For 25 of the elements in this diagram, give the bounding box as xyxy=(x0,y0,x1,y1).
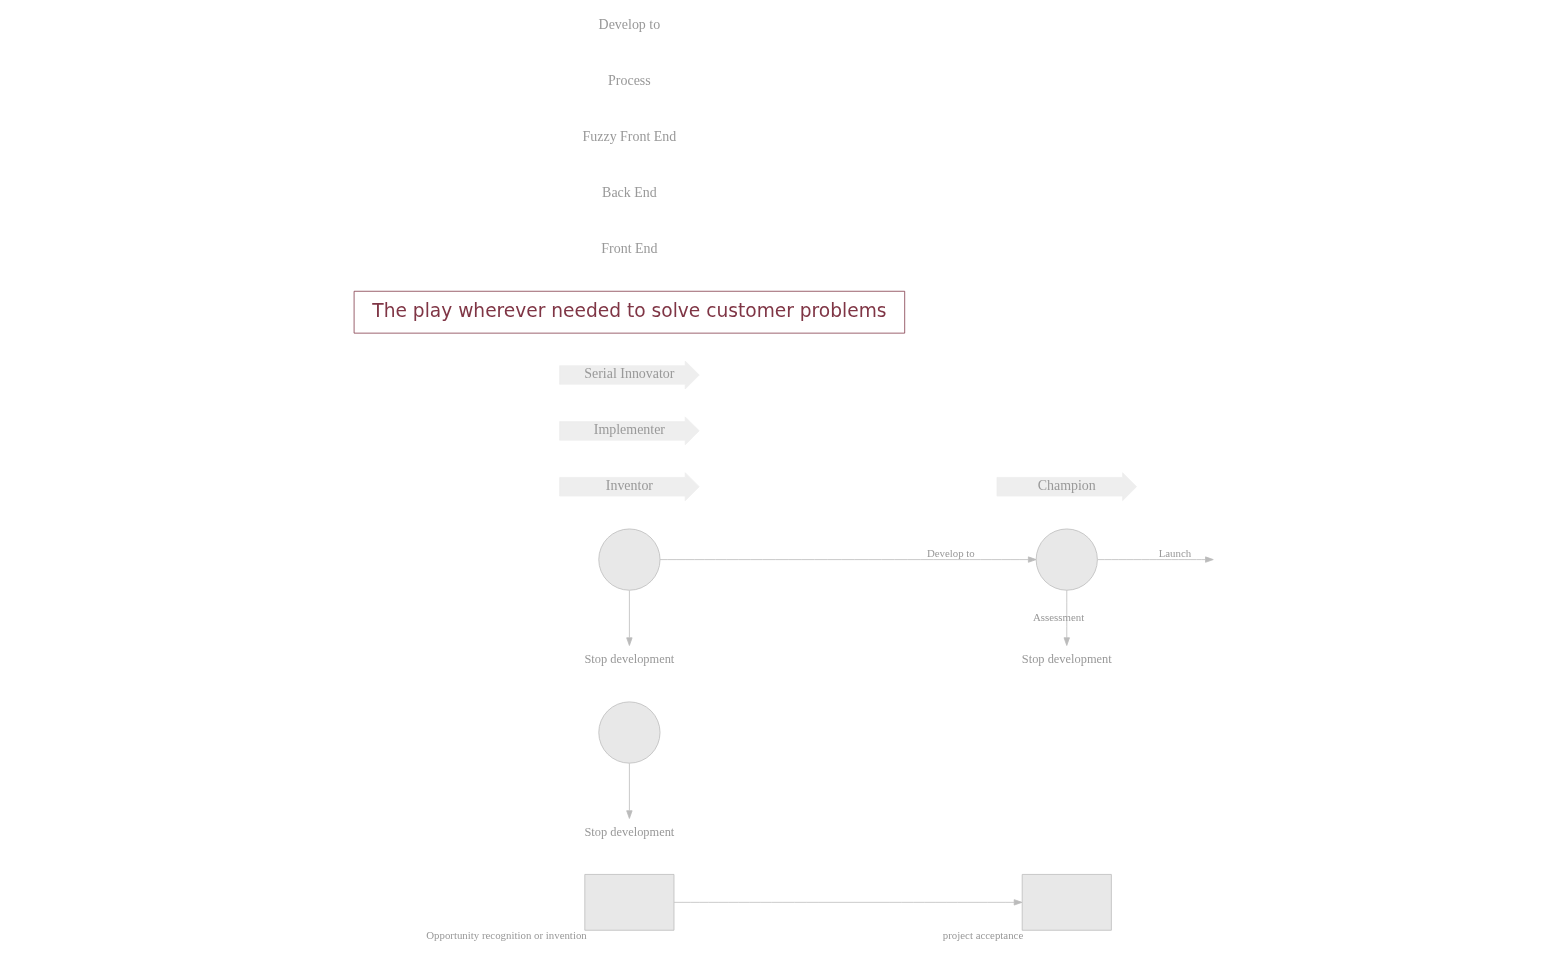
arrow xyxy=(625,589,632,646)
label: Develop to xyxy=(598,16,660,32)
node-text: Stop development xyxy=(583,651,674,666)
node-box: The play wherever needed to solve customer problems xyxy=(353,290,905,334)
node-circle xyxy=(597,701,660,764)
node-text: Stop development xyxy=(1021,651,1112,666)
node-label: Opportunity recognition or invention xyxy=(425,928,587,941)
label: Back End xyxy=(601,184,657,200)
node-text: Stop development xyxy=(583,824,674,838)
arrow xyxy=(1063,589,1070,646)
node-box xyxy=(583,873,674,931)
arrow xyxy=(625,762,632,819)
node-box xyxy=(1021,873,1112,931)
label: Fuzzy Front End xyxy=(582,128,676,144)
node-label: project acceptance xyxy=(942,928,1023,941)
edge-label: Assessment xyxy=(1032,610,1084,623)
label: Front End xyxy=(600,240,657,256)
arrow xyxy=(673,898,1022,905)
arrow xyxy=(1096,556,1214,563)
edge-label: Launch xyxy=(1158,546,1191,559)
label: Process xyxy=(607,72,651,88)
node-circle xyxy=(597,528,660,591)
arrow xyxy=(659,556,1036,563)
node-circle xyxy=(1035,528,1098,591)
edge-label: Develop to xyxy=(926,546,975,559)
